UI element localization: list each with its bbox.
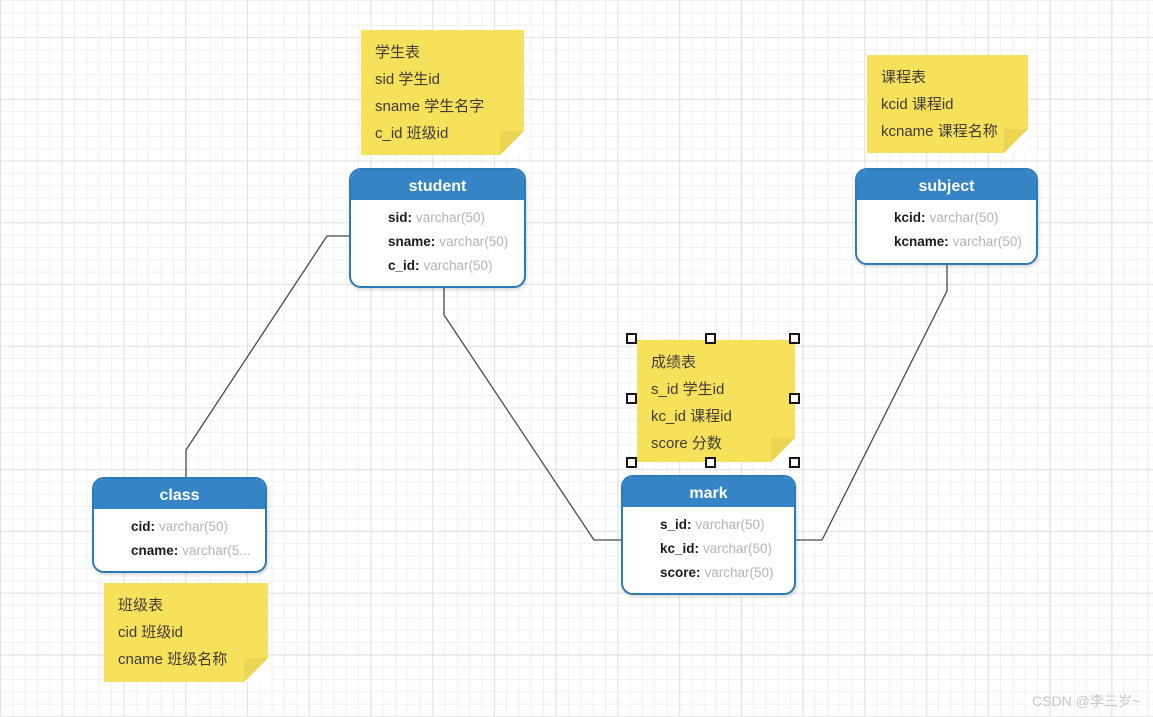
- field-type: varchar(50): [439, 234, 509, 249]
- table-mark[interactable]: mark s_id:varchar(50) kc_id:varchar(50) …: [621, 475, 796, 595]
- field-name: kcid: [894, 210, 922, 225]
- note-line: sid 学生id: [375, 71, 441, 88]
- field-row-cname[interactable]: cname:varchar(5...: [94, 539, 265, 563]
- note-subject-table[interactable]: 课程表 kcid 课程id kcname 课程名称: [867, 55, 1028, 153]
- field-row-score[interactable]: score:varchar(50): [623, 561, 794, 585]
- field-type: varchar(50): [159, 519, 229, 534]
- field-row-cid[interactable]: cid:varchar(50): [94, 515, 265, 539]
- note-fold-corner: [1004, 129, 1028, 153]
- field-name: score: [660, 565, 697, 580]
- note-line: 学生表: [375, 44, 421, 61]
- field-type: varchar(50): [703, 541, 773, 556]
- selection-handle-e[interactable]: [789, 393, 800, 404]
- note-class-table[interactable]: 班级表 cid 班级id cname 班级名称: [104, 583, 268, 682]
- field-separator: :: [921, 210, 926, 225]
- field-separator: :: [407, 210, 413, 225]
- field-separator: :: [944, 234, 949, 249]
- table-class-title[interactable]: class: [94, 479, 265, 512]
- note-fold-corner: [244, 658, 268, 682]
- field-name: kcname: [894, 234, 945, 249]
- field-row-sname[interactable]: sname:varchar(50): [351, 230, 524, 254]
- field-name: cid: [131, 519, 151, 534]
- table-mark-title[interactable]: mark: [623, 477, 794, 510]
- connector-student-class[interactable]: [185, 235, 349, 477]
- note-student-table[interactable]: 学生表 sid 学生id sname 学生名字 c_id 班级id: [361, 30, 524, 155]
- field-row-kcid[interactable]: kcid:varchar(50): [857, 206, 1036, 230]
- field-row-kcname[interactable]: kcname:varchar(50): [857, 230, 1036, 254]
- note-line: sname 学生名字: [375, 98, 485, 115]
- table-class[interactable]: class cid:varchar(50) cname:varchar(5...: [92, 477, 267, 573]
- table-subject-body: kcid:varchar(50) kcname:varchar(50): [857, 203, 1036, 254]
- selection-handle-w[interactable]: [626, 393, 637, 404]
- field-separator: :: [696, 565, 701, 580]
- field-row-sid[interactable]: sid:varchar(50): [351, 206, 524, 230]
- note-line: kc_id 课程id: [651, 408, 732, 425]
- note-mark-table[interactable]: 成绩表 s_id 学生id kc_id 课程id score 分数: [637, 340, 795, 462]
- table-student-body: sid:varchar(50) sname:varchar(50) c_id:v…: [351, 203, 524, 278]
- note-line: c_id 班级id: [375, 125, 449, 142]
- field-separator: :: [415, 258, 420, 273]
- selection-handle-se[interactable]: [789, 457, 800, 468]
- field-name: cname: [131, 543, 174, 558]
- csdn-watermark: CSDN @李三岁~: [1032, 693, 1140, 709]
- selection-handle-nw[interactable]: [626, 333, 637, 344]
- field-type: varchar(50): [416, 210, 486, 225]
- note-line: score 分数: [651, 435, 722, 452]
- note-fold-corner: [500, 131, 524, 155]
- field-separator: :: [150, 519, 156, 534]
- field-row-s_id[interactable]: s_id:varchar(50): [623, 513, 794, 537]
- field-row-kc_id[interactable]: kc_id:varchar(50): [623, 537, 794, 561]
- table-mark-body: s_id:varchar(50) kc_id:varchar(50) score…: [623, 510, 794, 585]
- note-line: cid 班级id: [118, 624, 184, 641]
- note-line: kcname 课程名称: [881, 123, 998, 140]
- connector-subject-mark[interactable]: [796, 265, 948, 541]
- table-class-body: cid:varchar(50) cname:varchar(5...: [94, 512, 265, 563]
- field-name: s_id: [660, 517, 688, 532]
- field-separator: :: [430, 234, 436, 249]
- note-line: cname 班级名称: [118, 651, 228, 668]
- field-type: varchar(50): [423, 258, 493, 273]
- field-separator: :: [687, 517, 692, 532]
- table-student-title[interactable]: student: [351, 170, 524, 203]
- field-type: varchar(50): [929, 210, 999, 225]
- table-subject-title[interactable]: subject: [857, 170, 1036, 203]
- note-line: 班级表: [118, 597, 164, 614]
- selection-handle-n[interactable]: [705, 333, 716, 344]
- field-name: c_id: [388, 258, 416, 273]
- field-separator: :: [173, 543, 179, 558]
- connector-student-mark[interactable]: [443, 288, 621, 541]
- field-type: varchar(5...: [182, 543, 251, 558]
- field-type: varchar(50): [695, 517, 765, 532]
- table-student[interactable]: student sid:varchar(50) sname:varchar(50…: [349, 168, 526, 288]
- field-separator: :: [694, 541, 700, 556]
- field-name: kc_id: [660, 541, 695, 556]
- note-line: kcid 课程id: [881, 96, 954, 113]
- field-row-c_id[interactable]: c_id:varchar(50): [351, 254, 524, 278]
- selection-handle-ne[interactable]: [789, 333, 800, 344]
- table-subject[interactable]: subject kcid:varchar(50) kcname:varchar(…: [855, 168, 1038, 265]
- field-type: varchar(50): [952, 234, 1022, 249]
- note-line: 成绩表: [651, 354, 697, 371]
- note-line: 课程表: [881, 69, 927, 86]
- field-name: sname: [388, 234, 431, 249]
- note-line: s_id 学生id: [651, 381, 725, 398]
- selection-handle-s[interactable]: [705, 457, 716, 468]
- selection-handle-sw[interactable]: [626, 457, 637, 468]
- field-name: sid: [388, 210, 408, 225]
- field-type: varchar(50): [704, 565, 774, 580]
